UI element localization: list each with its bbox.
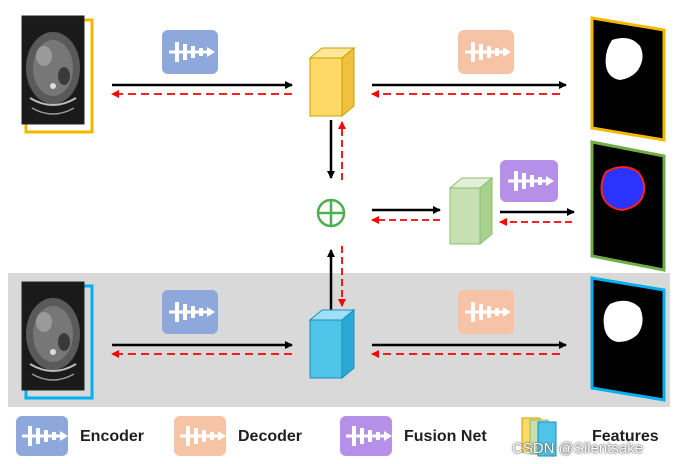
legend-encoder-icon [16,416,70,456]
top-feature-cube [308,46,356,118]
top-output-mask [590,16,666,142]
top-input-ct-stack [21,15,94,134]
bottom-decoder-icon [458,290,514,334]
legend-decoder-icon [174,416,228,456]
bottom-encoder-icon [162,290,218,334]
top-decoder-icon [458,30,514,74]
bottom-output-mask [590,276,666,402]
fusion-net-icon [500,160,558,202]
fusion-sum-operator [316,198,346,228]
legend-features-label: Features [592,428,659,445]
legend-fusion-net-label: Fusion Net [404,428,487,445]
bottom-input-ct-stack [21,281,94,400]
legend-features-icon [521,417,557,457]
legend-encoder-label: Encoder [80,428,145,445]
fused-output-segmentation [590,140,666,272]
top-encoder-icon [162,30,218,74]
legend-fusion-net-icon [340,416,394,456]
fused-feature-cube [448,176,494,246]
legend-decoder-label: Decoder [238,428,303,445]
bottom-feature-cube [308,308,356,380]
watermark-text: CSDN @Silentsake [512,440,644,457]
